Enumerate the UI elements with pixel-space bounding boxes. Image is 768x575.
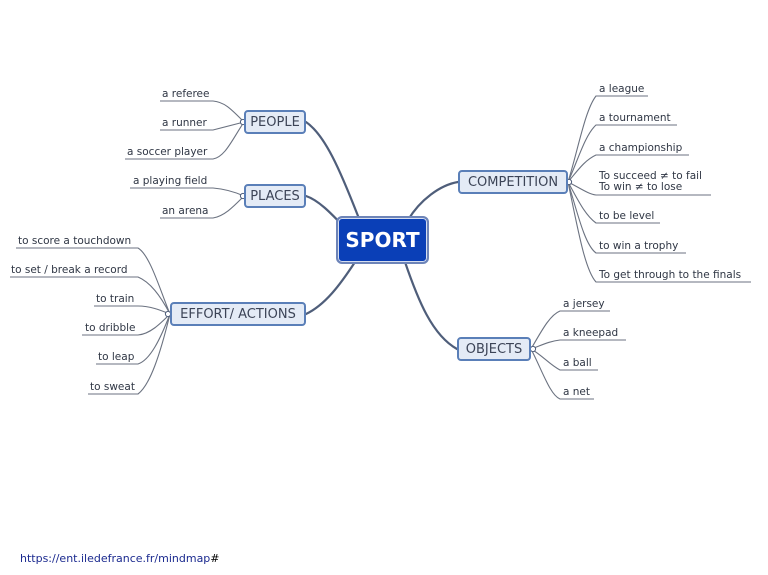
source-footer: https://ent.iledefrance.fr/mindmap# — [20, 552, 220, 565]
leaf-playing-field[interactable]: a playing field — [133, 175, 208, 187]
branch-competition[interactable]: COMPETITION — [458, 170, 568, 194]
leaf-win-lose[interactable]: To win ≠ to lose — [599, 181, 683, 193]
central-topic[interactable]: SPORT — [336, 216, 429, 264]
leaf-set-break-record[interactable]: to set / break a record — [11, 264, 128, 276]
leaf-net[interactable]: a net — [563, 386, 591, 398]
leaf-arena[interactable]: an arena — [162, 205, 209, 217]
leaf-tournament[interactable]: a tournament — [599, 112, 671, 124]
leaf-league[interactable]: a league — [599, 83, 645, 95]
leaf-runner[interactable]: a runner — [162, 117, 207, 129]
leaf-soccer-player[interactable]: a soccer player — [127, 146, 208, 158]
branch-places[interactable]: PLACES — [244, 184, 306, 208]
leaf-sweat[interactable]: to sweat — [90, 381, 135, 393]
branch-objects[interactable]: OBJECTS — [457, 337, 531, 361]
source-link[interactable]: https://ent.iledefrance.fr/mindmap — [20, 552, 211, 565]
leaf-succeed-fail[interactable]: To succeed ≠ to fail — [599, 170, 702, 182]
leaf-ball[interactable]: a ball — [563, 357, 592, 369]
leaf-kneepad[interactable]: a kneepad — [563, 327, 619, 339]
leaf-championship[interactable]: a championship — [599, 142, 683, 154]
leaf-get-through-finals[interactable]: To get through to the finals — [599, 269, 742, 281]
leaf-leap[interactable]: to leap — [98, 351, 135, 363]
leaf-win-trophy[interactable]: to win a trophy — [599, 240, 679, 252]
leaf-be-level[interactable]: to be level — [599, 210, 655, 222]
leaf-dribble[interactable]: to dribble — [85, 322, 136, 334]
leaf-score-touchdown[interactable]: to score a touchdown — [18, 235, 132, 247]
source-link-suffix: # — [210, 552, 220, 565]
branch-effort-actions[interactable]: EFFORT/ ACTIONS — [170, 302, 306, 326]
leaf-train[interactable]: to train — [96, 293, 135, 305]
leaf-jersey[interactable]: a jersey — [563, 298, 605, 310]
branch-people[interactable]: PEOPLE — [244, 110, 306, 134]
leaf-referee[interactable]: a referee — [162, 88, 210, 100]
